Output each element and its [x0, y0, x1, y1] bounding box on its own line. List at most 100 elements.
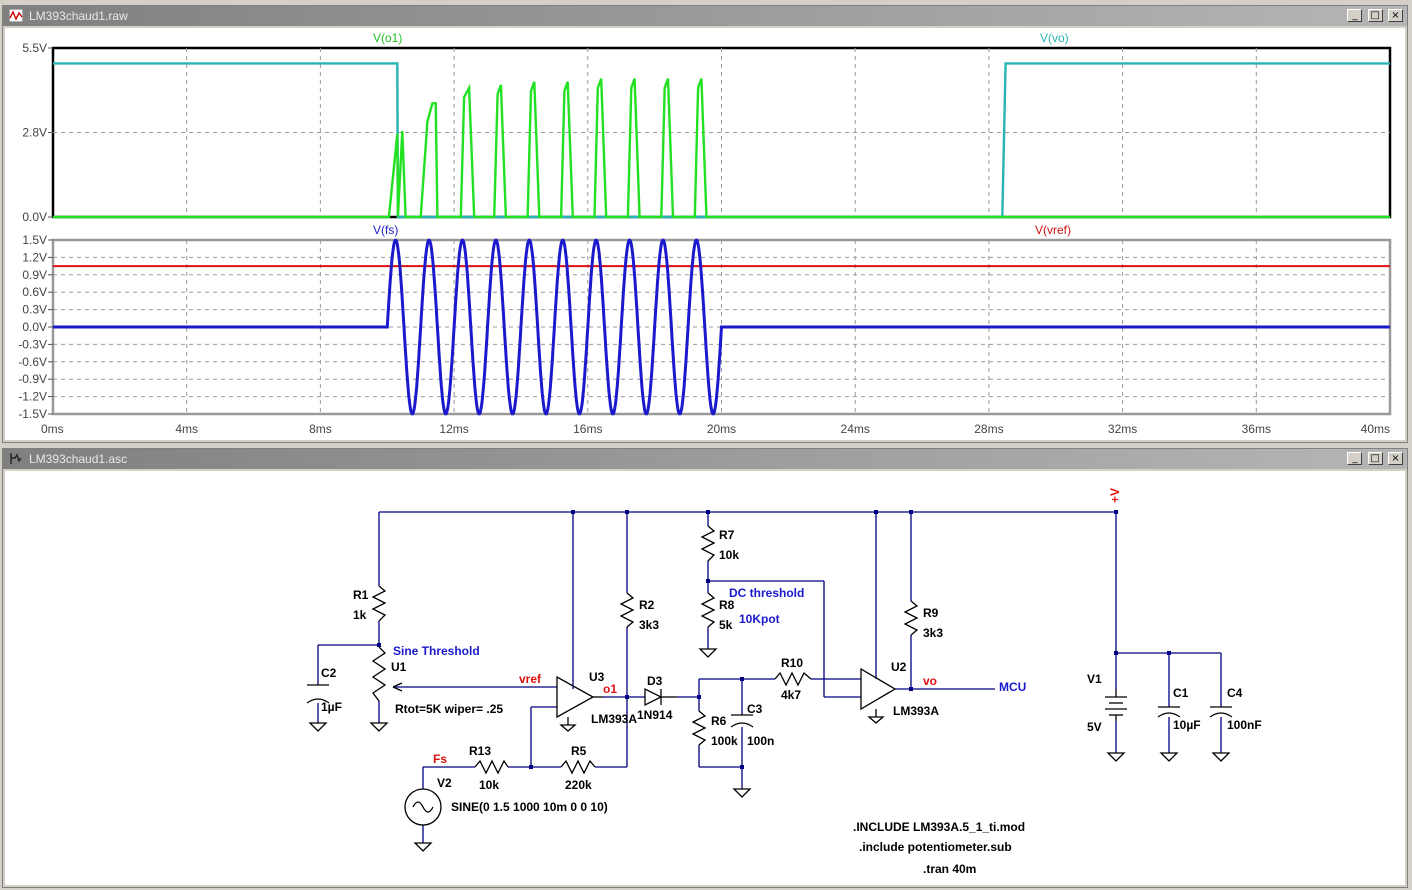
- minimize-button[interactable]: _: [1347, 452, 1363, 465]
- wires: [317, 511, 1222, 843]
- waveform-icon: [9, 9, 23, 22]
- y-tick-label: -1.5V: [18, 407, 47, 421]
- v1-value[interactable]: 5V: [1087, 720, 1102, 734]
- legend-vo[interactable]: V(vo): [1040, 31, 1069, 45]
- schematic-window: LM393chaud1.asc _ □ ×: [2, 448, 1408, 888]
- directive-include-pot[interactable]: .include potentiometer.sub: [859, 840, 1012, 854]
- comment-dc-threshold[interactable]: DC threshold: [729, 586, 804, 600]
- r1-value[interactable]: 1k: [353, 608, 367, 622]
- waveform-titlebar[interactable]: LM393chaud1.raw _ □ ×: [3, 6, 1407, 26]
- net-fs[interactable]: Fs: [433, 752, 447, 766]
- r7-value[interactable]: 10k: [719, 548, 739, 562]
- waveform-plot[interactable]: 5.5V2.8V0.0V V(o1) V(vo) 1.5V1.2V0.9V0.6…: [5, 28, 1405, 440]
- bottom-y-ticks: 1.5V1.2V0.9V0.6V0.3V0.0V-0.3V-0.6V-0.9V-…: [18, 233, 53, 421]
- x-tick-label: 4ms: [175, 422, 198, 436]
- close-button[interactable]: ×: [1388, 9, 1403, 22]
- net-vref[interactable]: vref: [519, 672, 542, 686]
- c4-ref[interactable]: C4: [1227, 686, 1243, 700]
- y-tick-label: 1.5V: [22, 233, 47, 247]
- maximize-button[interactable]: □: [1367, 9, 1383, 22]
- u3-value[interactable]: LM393A: [591, 712, 637, 726]
- v2-value[interactable]: SINE(0 1.5 1000 10m 0 0 10): [451, 800, 608, 814]
- y-tick-label: 0.3V: [22, 303, 47, 317]
- top-grid: [53, 48, 1390, 217]
- schematic-canvas[interactable]: R1 1k R2 3k3 R5 220k R6 100k R7 10k R8 5…: [5, 471, 1405, 885]
- r2-value[interactable]: 3k3: [639, 618, 659, 632]
- comments: Sine Threshold DC threshold 10Kpot MCU: [393, 586, 1026, 694]
- top-y-ticks: 5.5V2.8V0.0V: [22, 41, 53, 224]
- d3-ref[interactable]: D3: [647, 674, 663, 688]
- x-tick-label: 8ms: [309, 422, 332, 436]
- schematic-titlebar[interactable]: LM393chaud1.asc _ □ ×: [3, 449, 1407, 469]
- r6-ref[interactable]: R6: [711, 714, 727, 728]
- u2-value[interactable]: LM393A: [893, 704, 939, 718]
- x-tick-label: 0ms: [41, 422, 64, 436]
- r10-ref[interactable]: R10: [781, 656, 803, 670]
- c2-value[interactable]: 1µF: [321, 700, 342, 714]
- y-tick-label: 0.9V: [22, 268, 47, 282]
- comment-pot[interactable]: 10Kpot: [739, 612, 780, 626]
- y-tick-label: 1.2V: [22, 250, 47, 264]
- r13-ref[interactable]: R13: [469, 744, 491, 758]
- c4-value[interactable]: 100nF: [1227, 718, 1262, 732]
- y-tick-label: -0.3V: [18, 337, 47, 351]
- c1-ref[interactable]: C1: [1173, 686, 1189, 700]
- legend-vref[interactable]: V(vref): [1035, 223, 1071, 237]
- r6-value[interactable]: 100k: [711, 734, 738, 748]
- c1-value[interactable]: 10µF: [1173, 718, 1201, 732]
- v1-ref[interactable]: V1: [1087, 672, 1102, 686]
- junction-dots: [377, 510, 1171, 769]
- u2-ref[interactable]: U2: [891, 660, 907, 674]
- r7-ref[interactable]: R7: [719, 528, 735, 542]
- y-tick-label: 2.8V: [22, 126, 47, 140]
- x-tick-label: 20ms: [707, 422, 736, 436]
- u3-ref[interactable]: U3: [589, 670, 605, 684]
- y-tick-label: -0.9V: [18, 372, 47, 386]
- series-o1-line: [53, 78, 1390, 219]
- x-tick-label: 24ms: [841, 422, 870, 436]
- r8-value[interactable]: 5k: [719, 618, 733, 632]
- d3-value[interactable]: 1N914: [637, 708, 673, 722]
- r2-ref[interactable]: R2: [639, 598, 655, 612]
- schematic-content[interactable]: R1 1k R2 3k3 R5 220k R6 100k R7 10k R8 5…: [5, 471, 1405, 885]
- v2-ref[interactable]: V2: [437, 776, 452, 790]
- spice-directives: .INCLUDE LM393A.5_1_ti.mod .include pote…: [853, 820, 1025, 876]
- x-tick-label: 12ms: [439, 422, 468, 436]
- y-tick-label: 0.0V: [22, 320, 47, 334]
- net-o1[interactable]: o1: [603, 682, 617, 696]
- r5-value[interactable]: 220k: [565, 778, 592, 792]
- r5-ref[interactable]: R5: [571, 744, 587, 758]
- c2-ref[interactable]: C2: [321, 666, 337, 680]
- c3-ref[interactable]: C3: [747, 702, 763, 716]
- close-button[interactable]: ×: [1388, 452, 1403, 465]
- r8-ref[interactable]: R8: [719, 598, 735, 612]
- r9-value[interactable]: 3k3: [923, 626, 943, 640]
- comment-sine-threshold[interactable]: Sine Threshold: [393, 644, 480, 658]
- y-tick-label: -1.2V: [18, 390, 47, 404]
- top-pane: 5.5V2.8V0.0V V(o1) V(vo): [22, 31, 1392, 224]
- directive-tran[interactable]: .tran 40m: [923, 862, 976, 876]
- component-labels: R1 1k R2 3k3 R5 220k R6 100k R7 10k R8 5…: [321, 528, 1262, 814]
- y-tick-label: 0.0V: [22, 210, 47, 224]
- legend-o1[interactable]: V(o1): [373, 31, 402, 45]
- u1-ref[interactable]: U1: [391, 660, 407, 674]
- resistor-symbols: [306, 525, 1233, 852]
- r10-value[interactable]: 4k7: [781, 688, 801, 702]
- legend-fs[interactable]: V(fs): [373, 223, 398, 237]
- r9-ref[interactable]: R9: [923, 606, 939, 620]
- net-vo[interactable]: vo: [923, 674, 937, 688]
- r13-value[interactable]: 10k: [479, 778, 499, 792]
- minimize-button[interactable]: _: [1347, 9, 1363, 22]
- u1-value[interactable]: Rtot=5K wiper= .25: [395, 702, 503, 716]
- r1-ref[interactable]: R1: [353, 588, 369, 602]
- series-vo-line: [53, 62, 1390, 219]
- maximize-button[interactable]: □: [1367, 452, 1383, 465]
- x-tick-label: 28ms: [974, 422, 1003, 436]
- comment-mcu[interactable]: MCU: [999, 680, 1026, 694]
- directive-include-model[interactable]: .INCLUDE LM393A.5_1_ti.mod: [853, 820, 1025, 834]
- net-vplus[interactable]: +V: [1108, 488, 1122, 503]
- c3-value[interactable]: 100n: [747, 734, 774, 748]
